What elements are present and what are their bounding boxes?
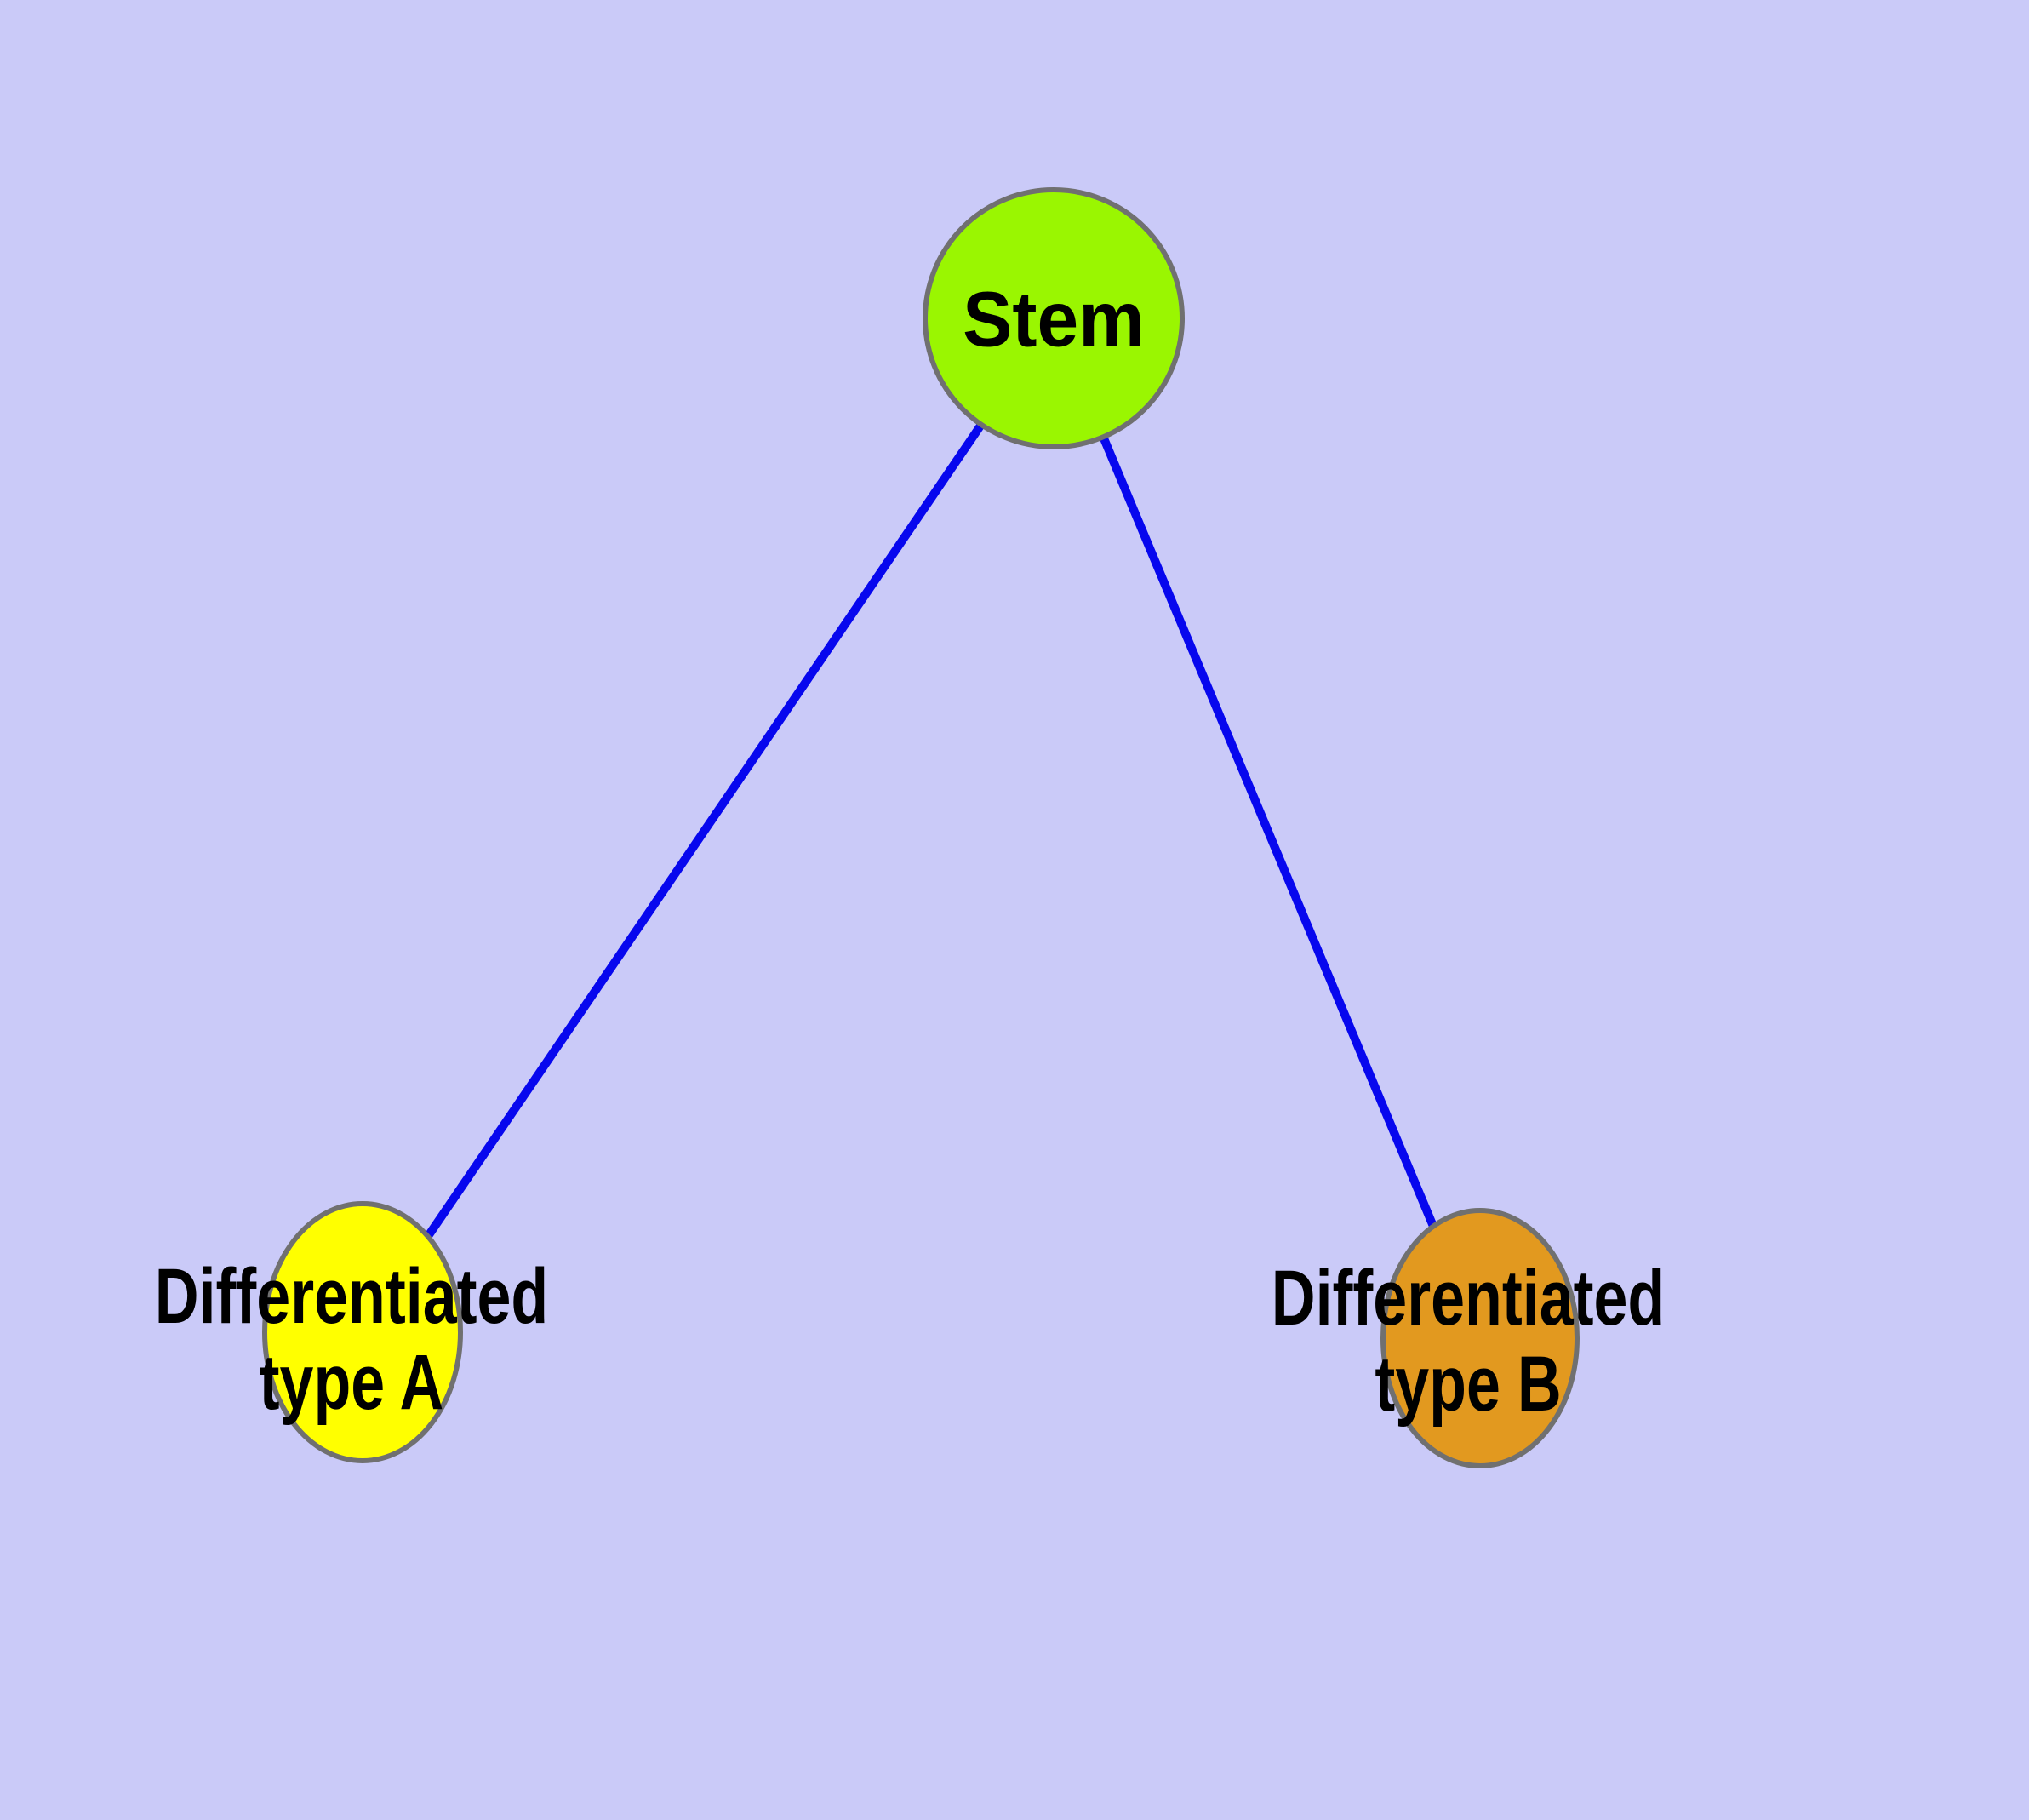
- node-label-differentiated-type-a-line2: type A: [259, 1339, 444, 1426]
- node-label-differentiated-type-a-line1: Differentiated: [154, 1252, 549, 1340]
- node-differentiated-type-a: [262, 1201, 463, 1463]
- node-label-differentiated-type-b: Differentiated type B: [1271, 1254, 1666, 1428]
- edge-stem-to-differentiated-type-b: [1049, 317, 1484, 1340]
- node-label-differentiated-type-b-line1: Differentiated: [1271, 1254, 1666, 1342]
- node-label-stem: Stem: [963, 276, 1145, 363]
- node-differentiated-type-b: [1380, 1208, 1580, 1468]
- edge-stem-to-differentiated-type-a: [358, 316, 1058, 1335]
- node-stem: [923, 187, 1185, 449]
- node-label-differentiated-type-b-line2: type B: [1375, 1341, 1562, 1428]
- node-label-differentiated-type-a: Differentiated type A: [154, 1252, 549, 1426]
